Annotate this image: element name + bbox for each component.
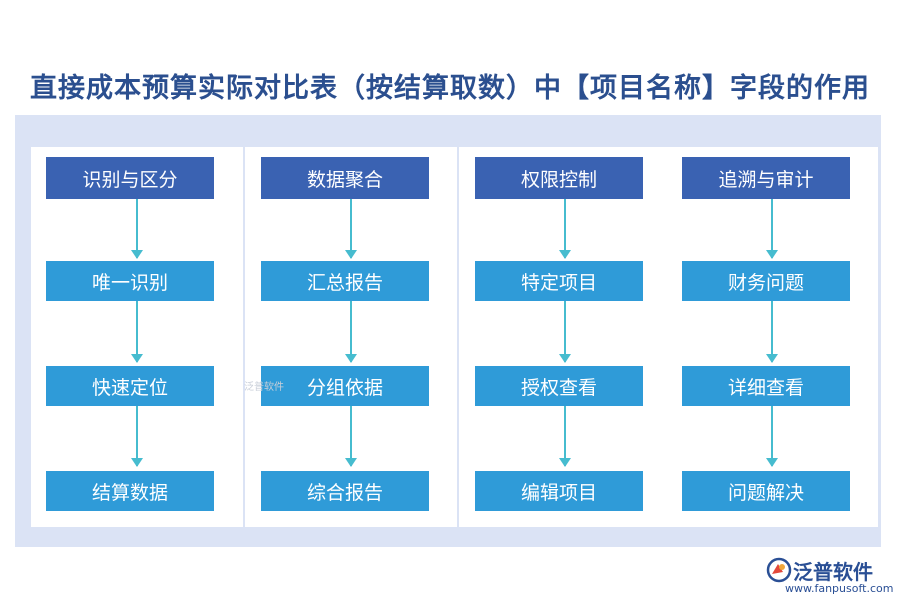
logo-name: 泛普软件 bbox=[793, 560, 873, 584]
arrow-down bbox=[766, 301, 778, 363]
step-box: 分组依据 bbox=[261, 366, 429, 406]
column-header: 识别与区分 bbox=[46, 157, 214, 199]
step-box: 财务问题 bbox=[682, 261, 850, 301]
diagram-title: 直接成本预算实际对比表（按结算取数）中【项目名称】字段的作用 bbox=[30, 73, 870, 104]
step-box: 唯一识别 bbox=[46, 261, 214, 301]
step-box: 汇总报告 bbox=[261, 261, 429, 301]
step-box: 结算数据 bbox=[46, 471, 214, 511]
column-header: 数据聚合 bbox=[261, 157, 429, 199]
arrow-down bbox=[559, 406, 571, 467]
arrow-down bbox=[559, 199, 571, 259]
step-box: 授权查看 bbox=[475, 366, 643, 406]
column-2: 数据聚合 汇总报告 分组依据 综合报告 bbox=[245, 147, 457, 527]
step-box: 快速定位 bbox=[46, 366, 214, 406]
arrow-down bbox=[345, 406, 357, 467]
arrow-down bbox=[131, 301, 143, 363]
watermark-text: 泛普软件 bbox=[244, 382, 284, 393]
step-box: 问题解决 bbox=[682, 471, 850, 511]
arrow-down bbox=[345, 301, 357, 363]
arrow-down bbox=[345, 199, 357, 259]
column-4: 追溯与审计 财务问题 详细查看 问题解决 bbox=[666, 147, 878, 527]
arrow-down bbox=[559, 301, 571, 363]
column-header: 追溯与审计 bbox=[682, 157, 850, 199]
step-box: 编辑项目 bbox=[475, 471, 643, 511]
arrow-down bbox=[131, 406, 143, 467]
arrow-down bbox=[766, 406, 778, 467]
step-box: 详细查看 bbox=[682, 366, 850, 406]
column-3: 权限控制 特定项目 授权查看 编辑项目 bbox=[459, 147, 671, 527]
column-1: 识别与区分 唯一识别 快速定位 结算数据 bbox=[31, 147, 243, 527]
logo-url: www.fanpusoft.com bbox=[785, 582, 894, 595]
column-header: 权限控制 bbox=[475, 157, 643, 199]
brand-logo: 泛普软件 www.fanpusoft.com bbox=[765, 556, 895, 596]
arrow-down bbox=[766, 199, 778, 259]
step-box: 特定项目 bbox=[475, 261, 643, 301]
logo-icon bbox=[766, 557, 792, 583]
arrow-down bbox=[131, 199, 143, 259]
step-box: 综合报告 bbox=[261, 471, 429, 511]
